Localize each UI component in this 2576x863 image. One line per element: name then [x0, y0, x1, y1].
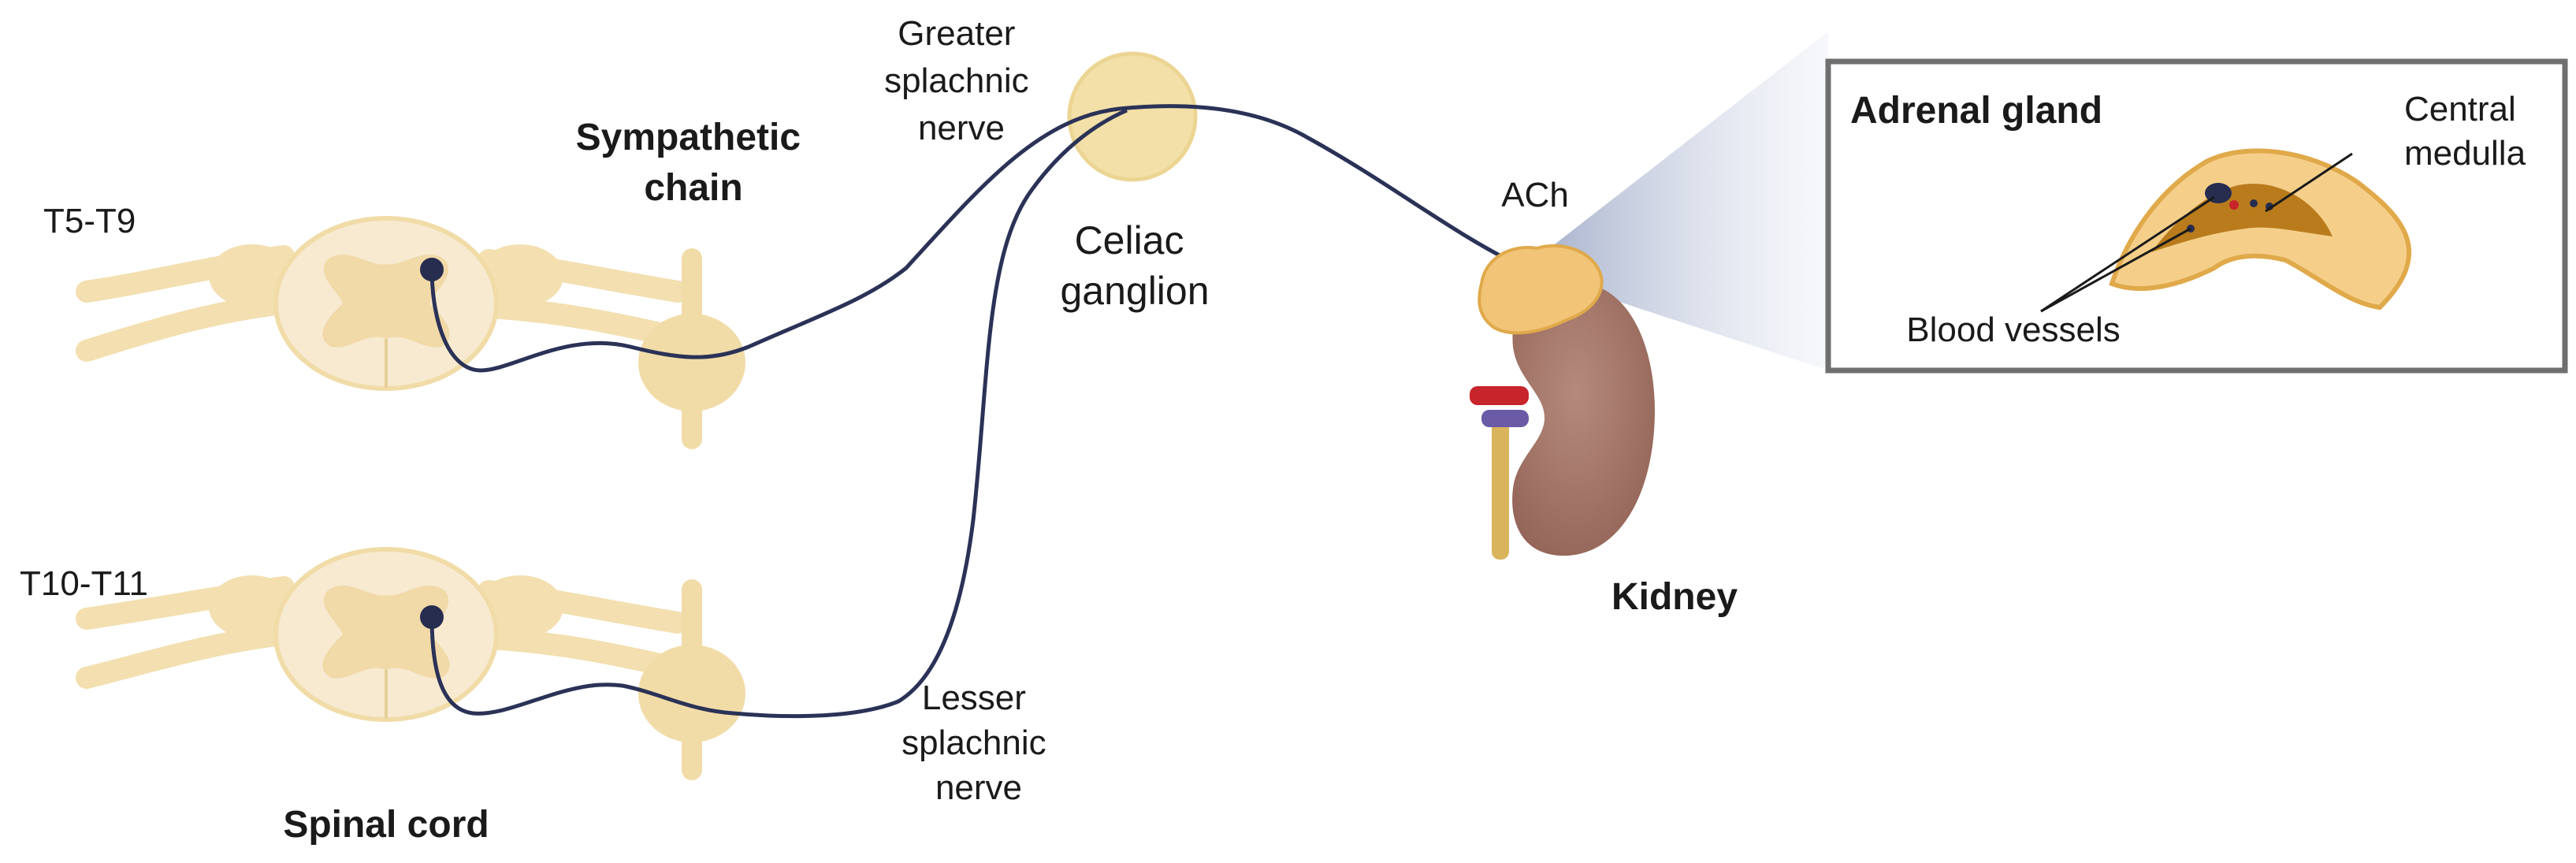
kidney-illustration	[1470, 244, 1655, 560]
label-sympathetic-chain: Sympathetic chain	[576, 117, 812, 209]
label-spinal-cord: Spinal cord	[283, 804, 489, 846]
gray-matter-lower	[322, 586, 450, 679]
spinal-cord-segment-lower	[76, 547, 745, 780]
label-greater-splachnic-line-1: Greater	[898, 14, 1015, 53]
label-adrenal-gland: Adrenal gland	[1850, 90, 2102, 132]
adrenal-cortex	[2109, 148, 2412, 311]
greater-splachnic-nerve-fiber	[429, 104, 1518, 373]
label-sympathetic-chain-line-1: Sympathetic	[576, 117, 801, 158]
gray-matter-upper	[322, 255, 450, 348]
label-central-medulla-line-1: Central	[2404, 90, 2516, 128]
label-t10-t11: T10-T11	[20, 564, 148, 603]
kidney-shape	[1512, 283, 1655, 556]
sympathetic-ganglion-upper	[638, 314, 745, 411]
sympathetic-ganglion-lower	[638, 645, 745, 742]
spinal-nerve-left-upper-2	[76, 292, 295, 362]
blood-vessel-dot-1	[2229, 200, 2239, 210]
dorsal-root-ganglion-right-upper	[477, 244, 563, 307]
dorsal-root-ganglion-left-lower	[209, 575, 296, 638]
label-blood-vessels: Blood vessels	[1906, 311, 2120, 349]
adrenal-gland-inset	[1825, 58, 2568, 374]
label-t5-t9: T5-T9	[43, 202, 136, 240]
central-medulla-leader	[2265, 152, 2353, 213]
lesser-splachnic-nerve-fiber	[429, 108, 1128, 719]
spinal-nerve-left-lower-2	[76, 623, 295, 689]
label-celiac-ganglion: Celiac ganglion	[1060, 218, 1209, 313]
label-lesser-splachnic-line-3: nerve	[935, 768, 1022, 807]
dorsal-root-ganglion-left-upper	[209, 244, 296, 307]
adrenal-gland-on-kidney	[1478, 244, 1604, 335]
blood-vessel-dot-2	[2250, 199, 2258, 207]
label-greater-splachnic-nerve: Greater splachnic nerve	[884, 14, 1039, 147]
spinal-cord-segment-upper	[76, 216, 745, 449]
label-kidney: Kidney	[1611, 576, 1738, 618]
zoom-beam	[1544, 32, 1828, 370]
label-central-medulla: Central medulla	[2404, 90, 2526, 173]
label-lesser-splachnic-line-1: Lesser	[922, 679, 1026, 717]
label-greater-splachnic-line-2: splachnic	[884, 61, 1028, 100]
ureter	[1492, 410, 1509, 560]
label-celiac-ganglion-line-1: Celiac	[1075, 218, 1184, 262]
dorsal-root-ganglion-right-lower	[477, 575, 563, 638]
celiac-ganglion	[1067, 51, 1198, 182]
label-ach: ACh	[1501, 176, 1569, 214]
label-lesser-splachnic-nerve: Lesser splachnic nerve	[901, 679, 1056, 807]
label-celiac-ganglion-line-2: ganglion	[1060, 269, 1209, 313]
renal-artery	[1470, 386, 1529, 405]
neuron-cell-body-lower	[420, 605, 444, 629]
label-lesser-splachnic-line-2: splachnic	[901, 724, 1046, 762]
label-greater-splachnic-line-3: nerve	[918, 109, 1005, 147]
label-sympathetic-chain-line-2: chain	[644, 167, 742, 209]
adrenal-medulla	[2151, 184, 2333, 252]
renal-vein	[1481, 410, 1529, 427]
blood-vessels-leader-1	[2040, 195, 2215, 313]
neuron-cell-body-upper	[420, 258, 444, 281]
label-central-medulla-line-2: medulla	[2404, 134, 2526, 173]
blood-vessels-leader-2	[2040, 227, 2191, 313]
